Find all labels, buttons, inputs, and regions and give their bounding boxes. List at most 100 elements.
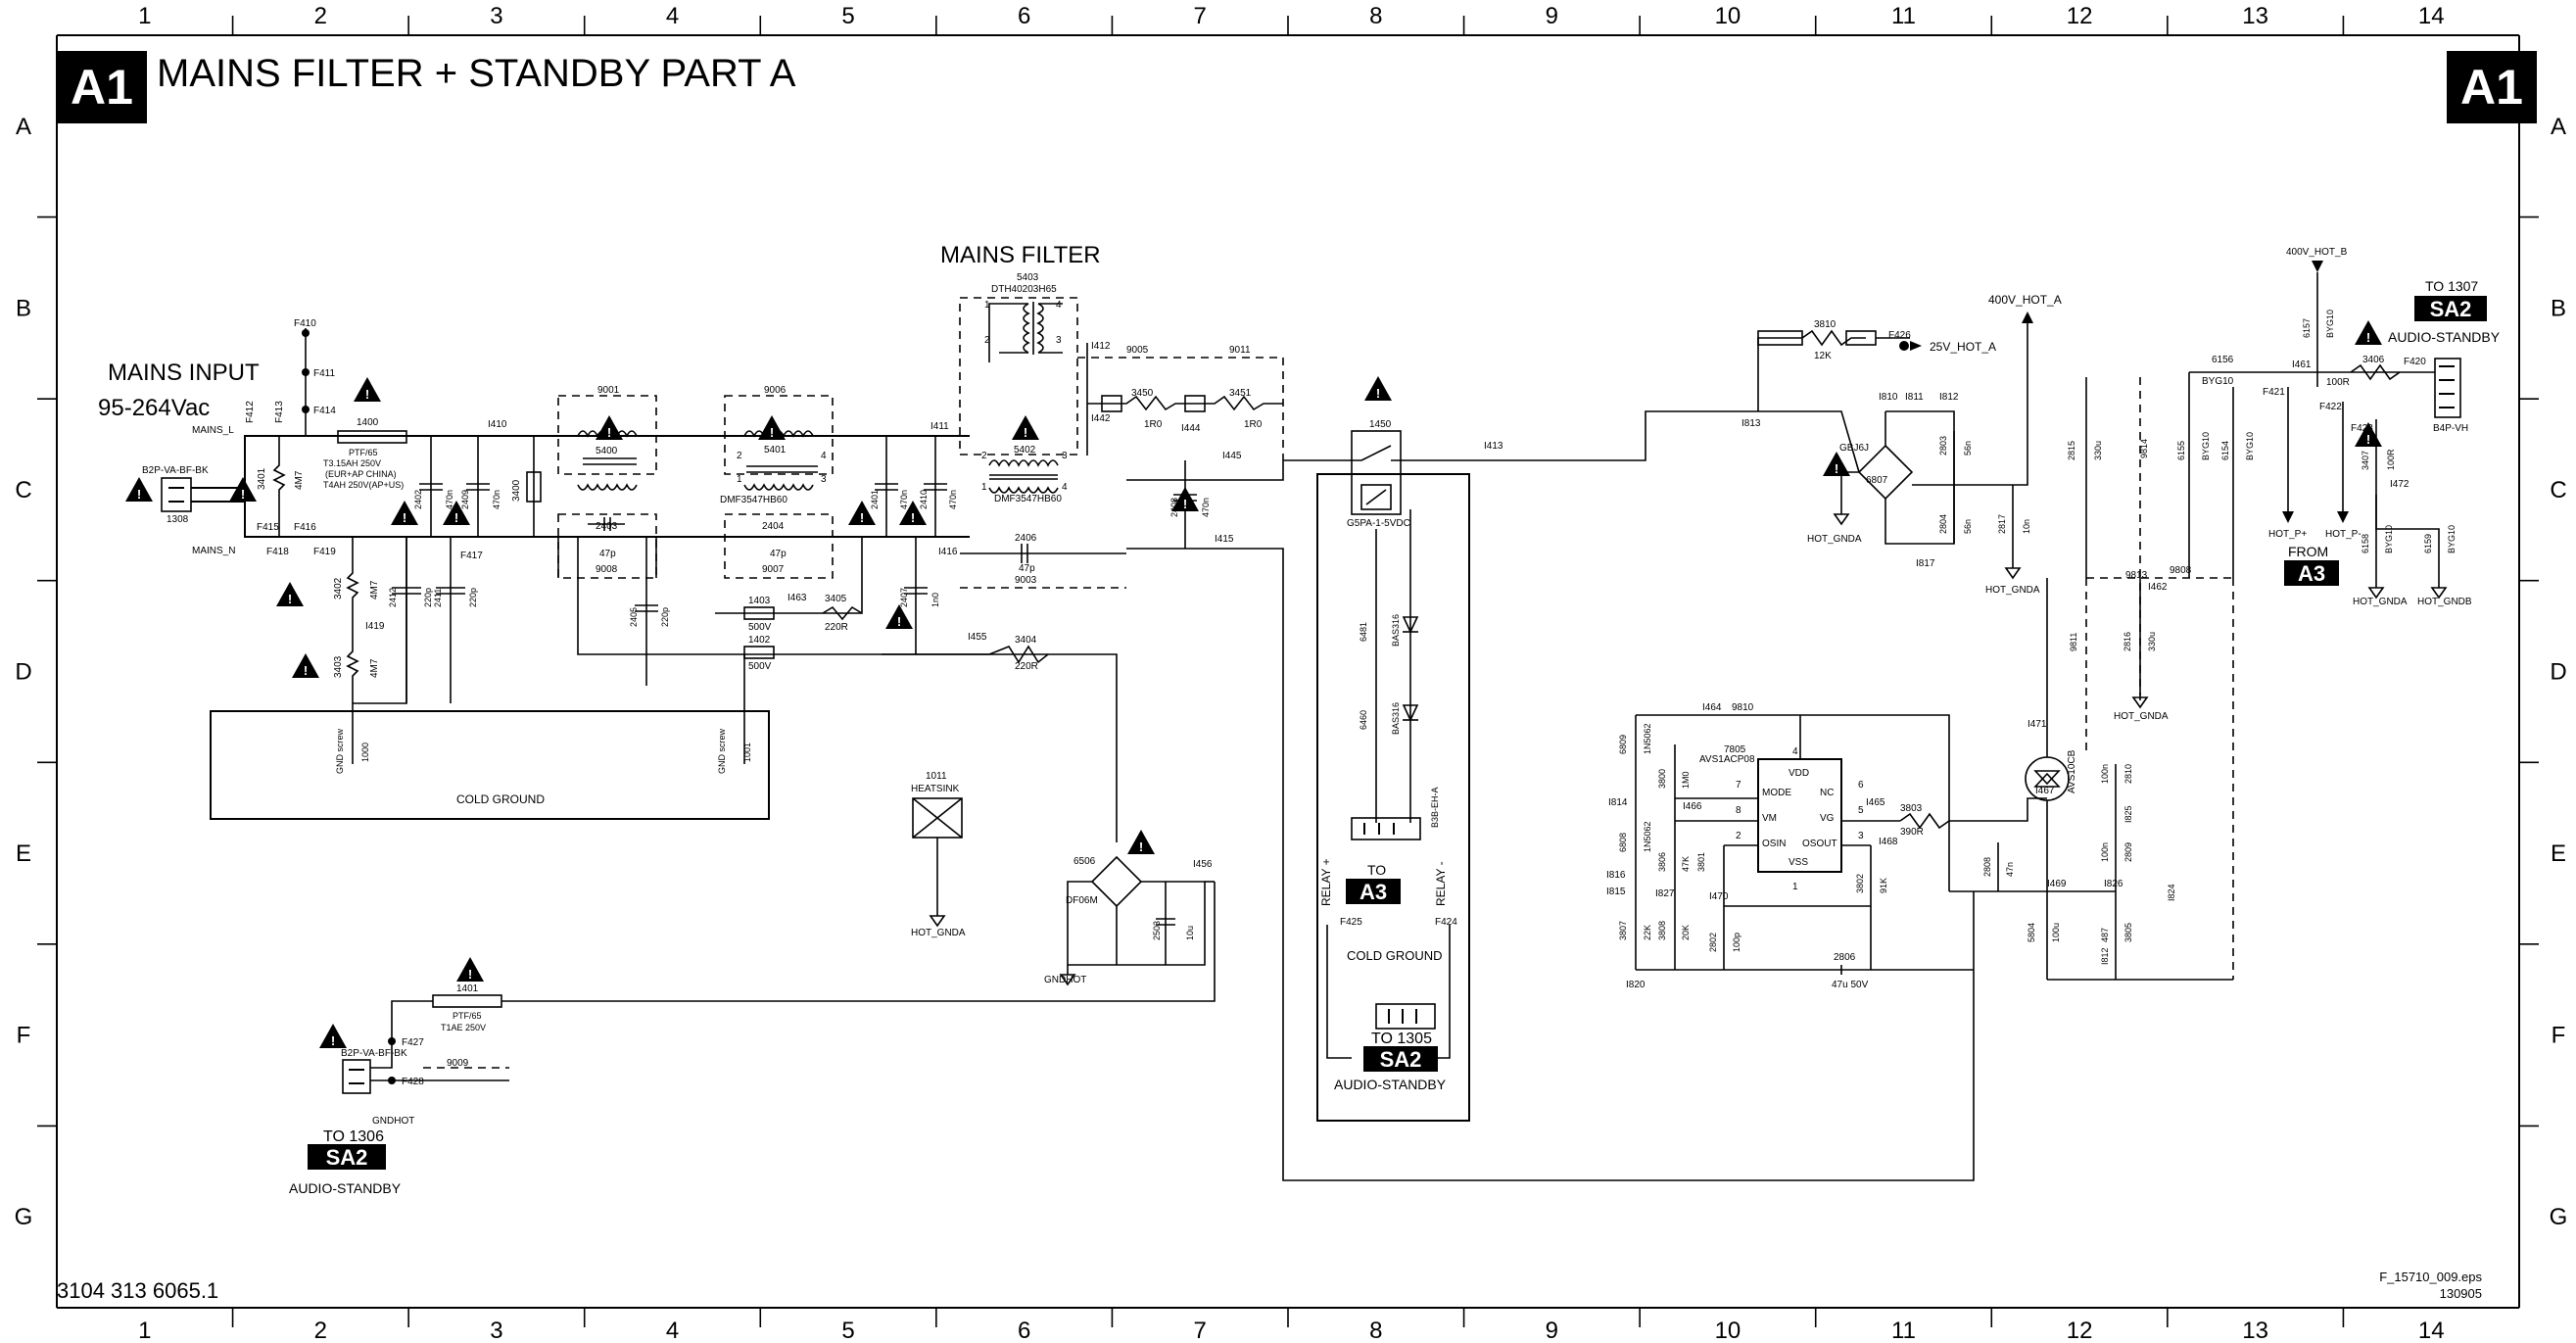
svg-text:I442: I442 (1091, 413, 1111, 424)
svg-text:7805: 7805 (1724, 744, 1746, 755)
svg-text:6460: 6460 (1359, 710, 1368, 730)
conn1308-ref: 1308 (167, 514, 189, 525)
column-label-bottom: 11 (1891, 1318, 1916, 1343)
warning-icon (229, 477, 257, 502)
column-label-top: 8 (1369, 3, 1382, 29)
svg-text:7: 7 (1736, 780, 1741, 791)
svg-text:I461: I461 (2292, 360, 2312, 370)
svg-text:9006: 9006 (764, 385, 787, 396)
svg-text:2411: 2411 (433, 589, 443, 607)
svg-text:(EUR+AP CHINA): (EUR+AP CHINA) (325, 469, 397, 479)
connector-1308: B2P-VA-BF-BK 1308 (142, 465, 209, 525)
svg-text:FROM: FROM (2288, 544, 2328, 559)
svg-text:I419: I419 (365, 621, 385, 632)
svg-text:!: ! (403, 510, 406, 525)
svg-text:390R: 390R (1900, 827, 1924, 838)
svg-text:3450: 3450 (1131, 388, 1154, 399)
svg-text:F428: F428 (402, 1077, 424, 1087)
svg-text:I456: I456 (1193, 859, 1213, 870)
file-id: F_15710_009.eps (2379, 1270, 2482, 1284)
svg-text:8: 8 (1736, 805, 1741, 816)
svg-text:1: 1 (1792, 882, 1798, 892)
svg-text:4: 4 (821, 451, 827, 461)
warning-icon (1127, 830, 1155, 854)
svg-text:I411: I411 (930, 421, 949, 432)
label-f411: F411 (313, 368, 335, 379)
svg-text:2: 2 (981, 451, 987, 461)
svg-text:2412: 2412 (388, 588, 398, 607)
svg-text:!: ! (911, 510, 915, 525)
svg-text:1000: 1000 (360, 743, 370, 762)
relay-1450: 1450 G5PA-1-5VDC (1347, 419, 1410, 529)
svg-text:3406: 3406 (2362, 355, 2385, 365)
svg-text:F424: F424 (1435, 917, 1457, 928)
svg-text:I816: I816 (1606, 870, 1626, 881)
svg-text:HEATSINK: HEATSINK (911, 784, 960, 794)
column-label-top: 1 (138, 3, 151, 29)
svg-text:220p: 220p (660, 607, 670, 627)
svg-text:47n: 47n (2005, 862, 2015, 877)
column-label-top: 6 (1018, 3, 1030, 29)
warning-symbols: !!!!!!!!!!!!!!!!!!!!! (125, 320, 2382, 1048)
svg-text:1M0: 1M0 (1681, 771, 1691, 789)
column-label-top: 5 (841, 3, 854, 29)
svg-text:TO 1305: TO 1305 (1371, 1031, 1432, 1047)
svg-text:GND screw: GND screw (717, 728, 727, 774)
warning-icon (1823, 452, 1850, 476)
fuse-1401: 1401 PTF/65 T1AE 250V (432, 983, 502, 1032)
svg-text:!: ! (288, 592, 292, 606)
label-f414: F414 (313, 406, 336, 416)
resistor-3406 (2350, 363, 2401, 381)
svg-text:4: 4 (1792, 746, 1798, 757)
svg-text:DF06M: DF06M (1066, 895, 1098, 906)
svg-text:HOT_GNDB: HOT_GNDB (2417, 597, 2472, 607)
svg-text:1N5062: 1N5062 (1643, 821, 1652, 852)
column-label-top: 11 (1891, 3, 1916, 29)
row-label-right: F (2552, 1023, 2566, 1049)
sheet-badge-right: A1 (2447, 51, 2537, 123)
svg-text:I825: I825 (2123, 805, 2133, 823)
svg-text:VSS: VSS (1789, 857, 1808, 868)
wire-mains-n (191, 501, 970, 538)
svg-text:AVS1ACP08: AVS1ACP08 (1699, 754, 1755, 765)
column-label-top: 13 (2242, 3, 2268, 29)
svg-text:!: ! (454, 510, 458, 525)
svg-text:20K: 20K (1681, 925, 1691, 940)
svg-text:TO 1307: TO 1307 (2425, 278, 2478, 294)
svg-text:I410: I410 (488, 419, 507, 430)
svg-text:3: 3 (1056, 335, 1062, 346)
svg-text:BYG10: BYG10 (2447, 525, 2457, 553)
svg-text:22K: 22K (1643, 925, 1652, 940)
svg-text:6158: 6158 (2361, 534, 2370, 553)
svg-text:2405: 2405 (629, 607, 639, 627)
svg-text:I470: I470 (1709, 891, 1729, 902)
svg-text:220R: 220R (825, 622, 848, 633)
svg-text:GBJ6J: GBJ6J (1839, 443, 1869, 454)
svg-text:I811: I811 (1905, 392, 1924, 403)
svg-text:3800: 3800 (1657, 769, 1667, 789)
svg-text:220p: 220p (468, 588, 478, 607)
svg-text:F427: F427 (402, 1037, 424, 1048)
svg-text:!: ! (2366, 432, 2370, 447)
svg-text:2409: 2409 (460, 490, 470, 509)
svg-text:47p: 47p (1019, 563, 1035, 574)
resistors-3402-3403 (346, 537, 407, 704)
ic-7805: 7805 AVS1ACP08 VDD MODE VM OSIN NC VG OS… (1699, 744, 1842, 873)
svg-text:9011: 9011 (1229, 345, 1251, 356)
bridge-rectifier-6506: 6506 DF06M GNDHOT 2503 10u I456 (1044, 855, 1215, 986)
svg-text:9811: 9811 (2069, 633, 2078, 651)
svg-text:3801: 3801 (1696, 852, 1706, 872)
row-label-right: D (2550, 659, 2566, 686)
row-label-right: B (2551, 295, 2566, 321)
column-label-bottom: 14 (2418, 1318, 2445, 1343)
svg-text:500V: 500V (748, 622, 772, 633)
svg-text:3451: 3451 (1229, 388, 1252, 399)
svg-text:B3B-EH-A: B3B-EH-A (1430, 787, 1440, 828)
svg-text:47p: 47p (770, 549, 787, 559)
svg-text:500V: 500V (748, 661, 772, 672)
svg-text:3: 3 (1062, 451, 1068, 461)
testpoint-f410 (302, 329, 310, 337)
svg-text:56n: 56n (1963, 519, 1973, 534)
column-label-bottom: 10 (1715, 1318, 1741, 1343)
connector-1305: TO 1305 SA2 AUDIO-STANDBY (1334, 1003, 1447, 1092)
